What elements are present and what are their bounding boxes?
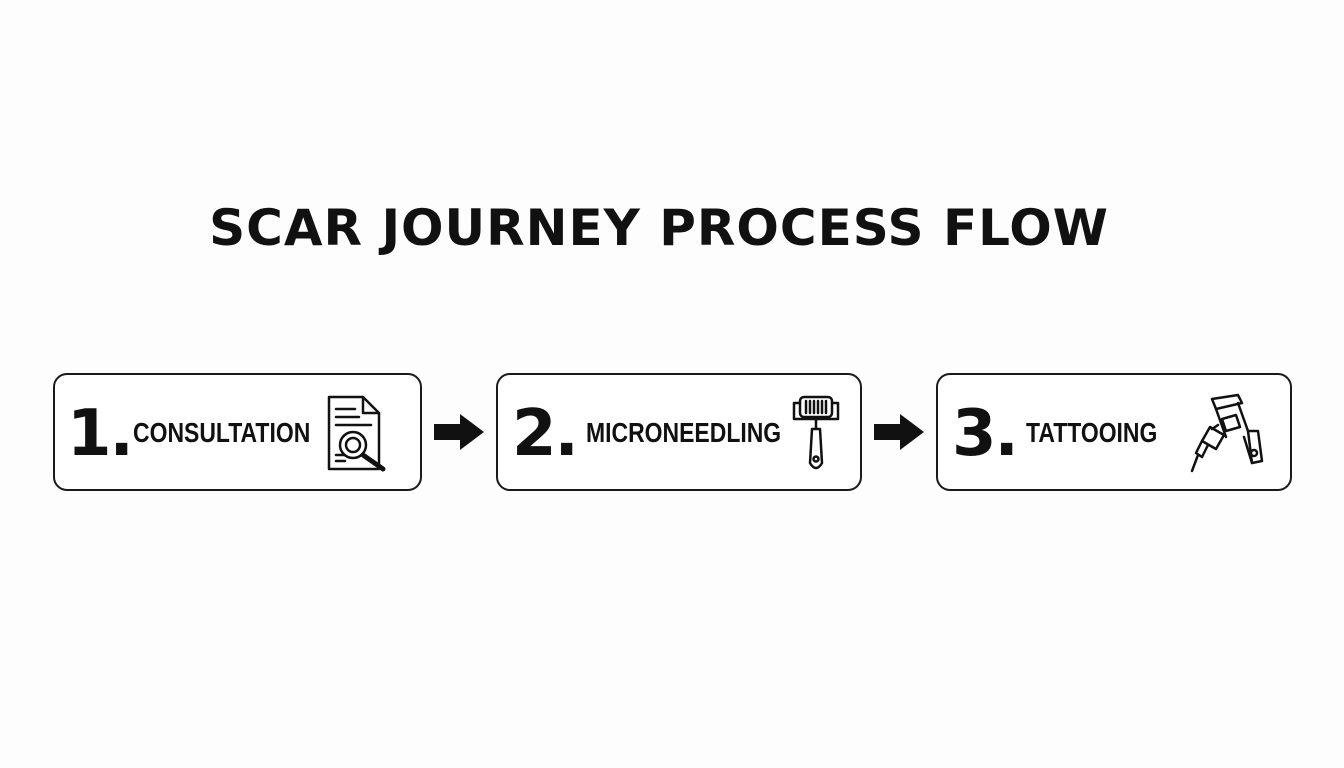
arrow-right-icon	[872, 410, 928, 454]
step-consultation: 1. CONSULTATION	[53, 373, 422, 491]
step-label: MICRONEEDLING	[586, 417, 782, 448]
step-label: CONSULTATION	[133, 417, 311, 448]
step-tattooing: 3. TATTOOING	[936, 373, 1292, 491]
step-label: TATTOOING	[1026, 417, 1158, 448]
step-number: 1.	[67, 397, 134, 471]
step-number: 3.	[952, 397, 1019, 471]
diagram-title: SCAR JOURNEY PROCESS FLOW	[209, 199, 1109, 257]
tattoo-machine-icon	[1186, 391, 1270, 482]
step-number: 2.	[512, 397, 579, 471]
arrow-right-icon	[432, 410, 488, 454]
derma-roller-icon	[788, 391, 848, 482]
step-microneedling: 2. MICRONEEDLING	[496, 373, 862, 491]
document-magnifier-icon	[323, 393, 395, 480]
